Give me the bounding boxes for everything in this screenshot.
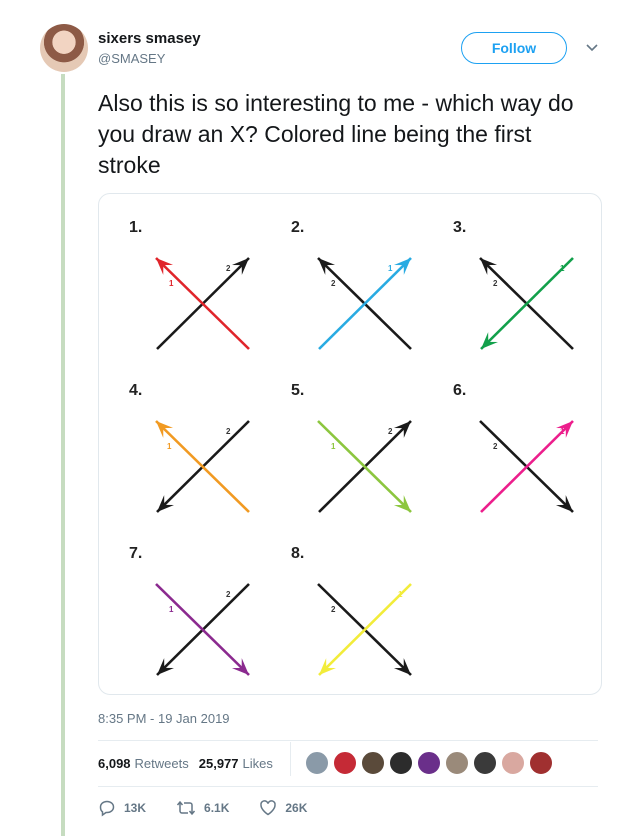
retweet-icon <box>176 800 196 816</box>
reply-icon <box>99 800 115 817</box>
retweets-count[interactable]: 6,098 <box>98 755 131 771</box>
x-panel: 5.12 <box>291 382 412 513</box>
tweet-timestamp[interactable]: 8:35 PM - 19 Jan 2019 <box>98 711 230 726</box>
tweet-actions: 13K 6.1K 26K <box>98 799 337 817</box>
x-panel: 3.12 <box>453 219 574 350</box>
first-stroke-label: 1 <box>388 264 393 273</box>
panel-number: 5. <box>291 382 304 399</box>
panel-number: 7. <box>129 545 142 562</box>
liker-avatar[interactable] <box>305 751 329 775</box>
first-stroke-label: 1 <box>169 605 174 614</box>
black-stroke-head <box>157 658 175 675</box>
likes-count[interactable]: 25,977 <box>198 755 239 771</box>
liker-avatar[interactable] <box>445 751 469 775</box>
colored-stroke <box>155 420 250 513</box>
colored-stroke-head <box>393 495 411 512</box>
liker-avatar[interactable] <box>333 751 357 775</box>
display-name[interactable]: sixers smasey <box>98 30 201 47</box>
like-button[interactable]: 26K <box>259 799 307 817</box>
first-stroke-label: 1 <box>167 442 172 451</box>
colored-stroke-head <box>156 258 174 275</box>
second-stroke-label: 2 <box>331 279 336 288</box>
panel-number: 2. <box>291 219 304 236</box>
second-stroke-label: 2 <box>226 590 231 599</box>
second-stroke-label: 2 <box>226 427 231 436</box>
x-panel: 6.12 <box>453 382 574 513</box>
panel-number: 1. <box>129 219 142 236</box>
divider <box>98 740 598 741</box>
x-stroke-diagram: 1.122.123.124.125.126.127.128.12 <box>129 219 574 676</box>
liker-avatar[interactable] <box>417 751 441 775</box>
retweet-count: 6.1K <box>204 801 230 815</box>
stats-separator <box>290 742 291 776</box>
second-stroke-label: 2 <box>331 605 336 614</box>
liker-avatar[interactable] <box>529 751 553 775</box>
colored-stroke-head <box>156 421 174 438</box>
colored-stroke-head <box>481 332 499 349</box>
liker-avatars <box>305 751 557 775</box>
liker-avatar[interactable] <box>501 751 525 775</box>
x-panel: 2.12 <box>291 219 412 350</box>
second-stroke-label: 2 <box>493 442 498 451</box>
follow-button[interactable]: Follow <box>461 32 567 64</box>
panel-number: 3. <box>453 219 466 236</box>
avatar[interactable] <box>40 24 88 72</box>
x-panel: 4.12 <box>129 382 250 513</box>
user-handle[interactable]: @SMASEY <box>98 51 166 66</box>
black-stroke-head <box>157 495 175 512</box>
panel-number: 6. <box>453 382 466 399</box>
thread-line <box>61 74 65 836</box>
first-stroke-label: 1 <box>169 279 174 288</box>
first-stroke-label: 1 <box>331 442 336 451</box>
second-stroke-label: 2 <box>493 279 498 288</box>
black-stroke-head <box>318 258 336 275</box>
first-stroke-label: 1 <box>398 590 403 599</box>
x-panel: 1.12 <box>129 219 250 350</box>
second-stroke-label: 2 <box>388 427 393 436</box>
colored-stroke <box>318 583 412 676</box>
x-panel: 7.12 <box>129 545 250 676</box>
colored-stroke-head <box>319 658 337 675</box>
tweet-text: Also this is so interesting to me - whic… <box>98 90 574 178</box>
black-stroke-head <box>231 258 249 275</box>
likes-label[interactable]: Likes <box>242 755 273 771</box>
colored-stroke-head <box>555 421 573 438</box>
reply-button[interactable]: 13K <box>98 799 146 817</box>
retweet-button[interactable]: 6.1K <box>176 799 229 817</box>
colored-stroke-head <box>231 658 249 675</box>
first-stroke-label: 1 <box>560 427 565 436</box>
reply-count: 13K <box>124 801 147 815</box>
black-stroke-head <box>393 421 411 438</box>
black-stroke-head <box>480 258 498 275</box>
heart-icon <box>260 800 277 816</box>
black-stroke-head <box>555 495 573 512</box>
x-panel: 8.12 <box>291 545 412 676</box>
black-stroke-head <box>393 658 411 675</box>
colored-stroke <box>480 420 574 513</box>
second-stroke-label: 2 <box>226 264 231 273</box>
like-count: 26K <box>285 801 308 815</box>
liker-avatar[interactable] <box>473 751 497 775</box>
tweet-stats: 6,098 Retweets 25,977 Likes <box>98 752 283 774</box>
panel-number: 8. <box>291 545 304 562</box>
panel-number: 4. <box>129 382 142 399</box>
liker-avatar[interactable] <box>389 751 413 775</box>
retweets-label[interactable]: Retweets <box>134 755 189 771</box>
colored-stroke <box>480 257 574 350</box>
colored-stroke <box>155 583 250 676</box>
colored-stroke <box>155 257 250 350</box>
colored-stroke <box>318 257 412 350</box>
first-stroke-label: 1 <box>560 264 565 273</box>
colored-stroke <box>317 420 412 513</box>
chevron-down-icon[interactable] <box>585 40 599 54</box>
divider <box>98 786 598 787</box>
liker-avatar[interactable] <box>361 751 385 775</box>
colored-stroke-head <box>393 258 411 275</box>
